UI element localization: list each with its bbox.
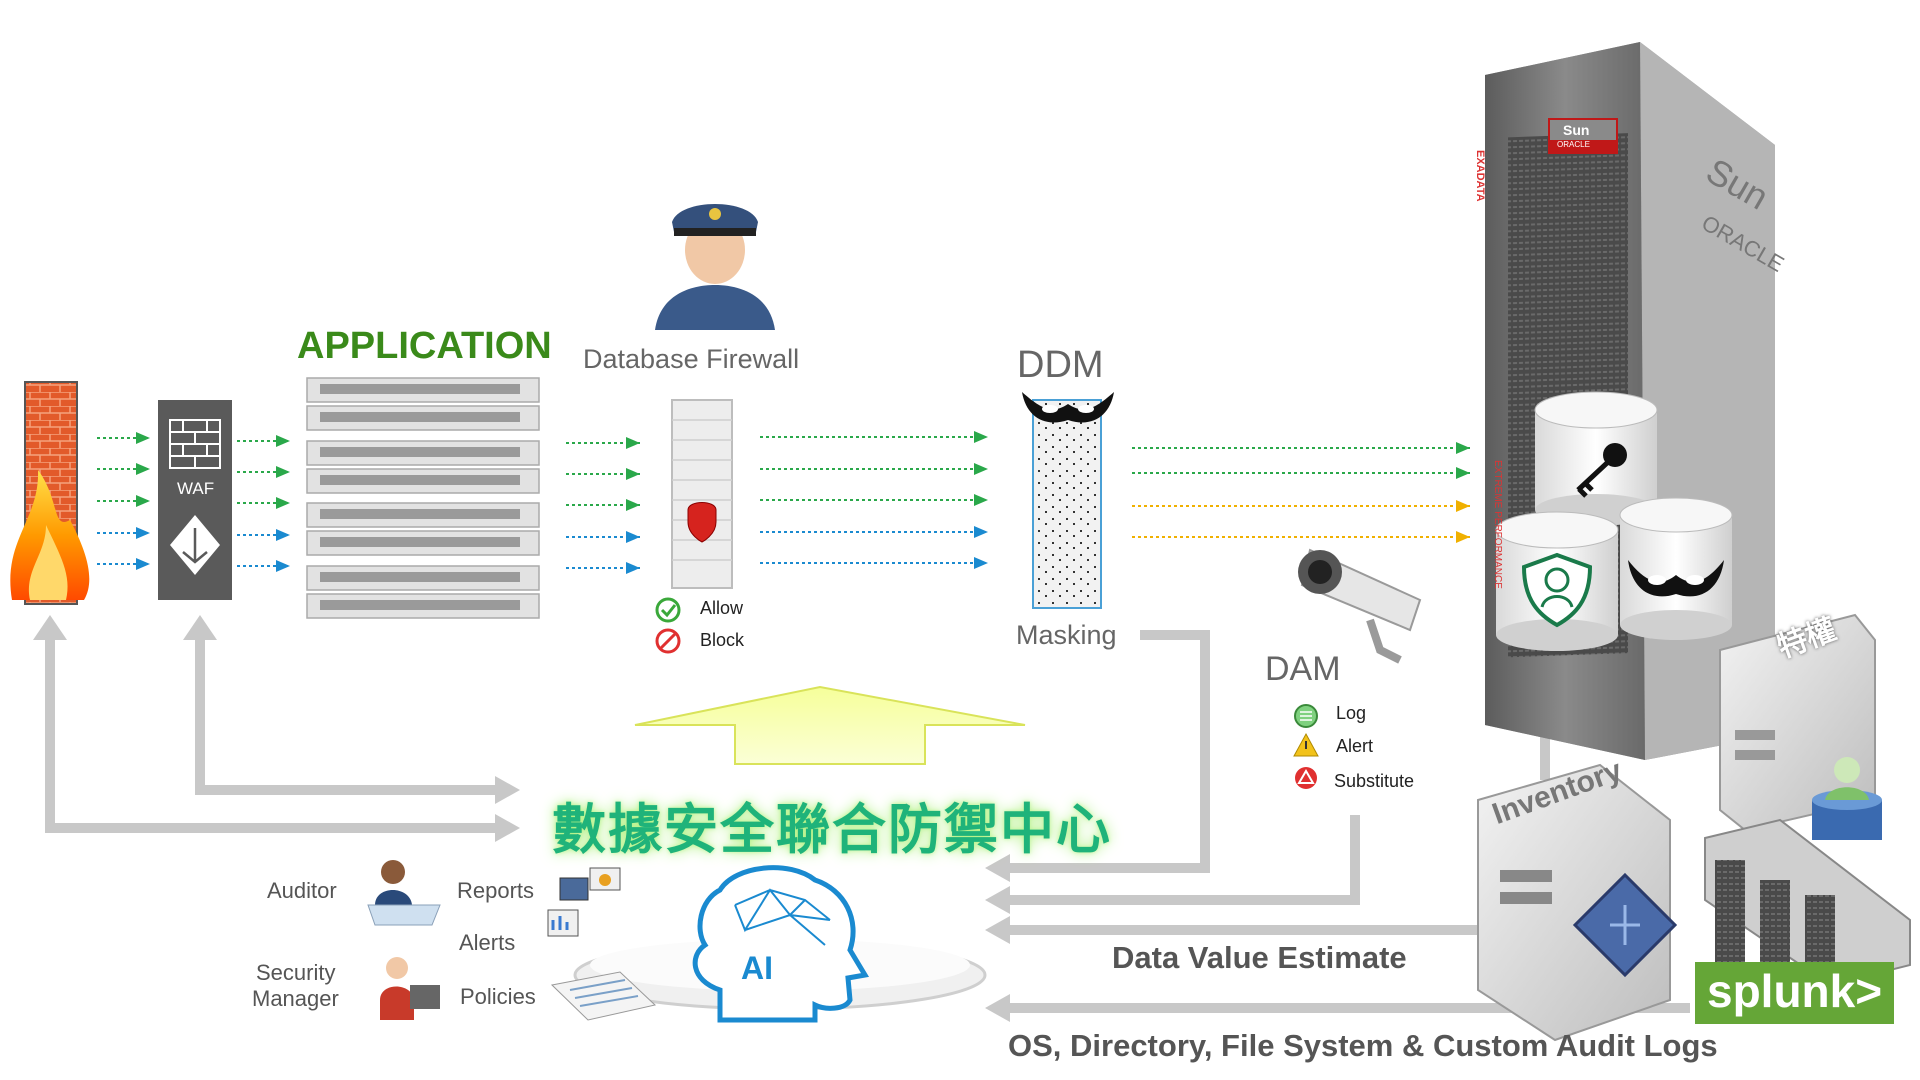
ai-platform-icon	[573, 865, 987, 1023]
center-title: 數據安全聯合防禦中心	[552, 800, 1112, 860]
database-firewall-icon	[671, 399, 733, 589]
masking-feedback-arrow	[1000, 630, 1210, 873]
exadata-label: EXADATA	[1474, 150, 1486, 202]
feedback-arrowheads	[33, 615, 1010, 1022]
alert-label: Alert	[1336, 736, 1374, 756]
log-icon	[1294, 704, 1318, 728]
alerts-label: Alerts	[459, 930, 516, 955]
flow-firewall-to-waf	[97, 432, 150, 570]
audit-logs-label: OS, Directory, File System & Custom Audi…	[1008, 1028, 1718, 1063]
dam-feedback-arrow	[1000, 815, 1360, 905]
masking-label: Masking	[1016, 620, 1117, 650]
rack-sun-badge: Sun	[1563, 122, 1590, 138]
block-icon	[655, 628, 681, 654]
traffic-flows	[97, 431, 1470, 574]
allow-label: Allow	[700, 598, 744, 618]
block-label: Block	[700, 630, 745, 650]
mask-database-icon	[1619, 497, 1733, 640]
policeman-icon	[655, 204, 775, 330]
firewall-icon	[10, 381, 90, 605]
ai-label: AI	[741, 950, 773, 986]
security-manager-label-line2: Manager	[252, 986, 339, 1011]
alert-icon	[1293, 732, 1319, 757]
splunk-logo: splunk>	[1695, 962, 1895, 1024]
substitute-label: Substitute	[1334, 771, 1415, 791]
auditor-icon	[367, 860, 441, 926]
flow-waf-to-app	[237, 435, 290, 572]
flow-dbfirewall-to-ddm	[760, 431, 988, 569]
auditor-label: Auditor	[267, 878, 337, 903]
policies-icon	[550, 971, 657, 1021]
rack-oracle-badge: ORACLE	[1557, 140, 1590, 149]
flow-app-to-dbfirewall	[566, 437, 640, 574]
reports-icon	[547, 867, 621, 937]
dam-camera-icon	[1298, 548, 1422, 664]
policies-label: Policies	[460, 984, 536, 1009]
application-servers	[306, 377, 540, 619]
reports-label: Reports	[457, 878, 535, 903]
shield-database-icon	[1495, 511, 1619, 651]
waf-label: WAF	[177, 479, 215, 498]
security-manager-icon	[380, 957, 440, 1020]
database-firewall-label: Database Firewall	[583, 344, 800, 374]
dam-label: DAM	[1265, 650, 1341, 688]
substitute-icon	[1295, 767, 1317, 789]
log-label: Log	[1336, 703, 1367, 723]
waf-icon	[158, 400, 232, 600]
waf-feedback-arrow	[195, 630, 500, 795]
extreme-performance-label: EXTREME PERFORMANCE	[1492, 460, 1503, 589]
inventory-server-icon	[1477, 763, 1678, 1042]
ddm-mask-icon	[1022, 392, 1114, 609]
ddm-label: DDM	[1017, 344, 1104, 386]
privileged-server-icon	[1719, 613, 1882, 840]
data-value-estimate-label: Data Value Estimate	[1112, 940, 1407, 975]
security-manager-label-line1: Security	[256, 960, 336, 985]
allow-icon	[655, 597, 681, 623]
server-stack-icon	[1704, 818, 1911, 987]
application-label: APPLICATION	[297, 325, 552, 367]
flow-ddm-to-database	[1132, 442, 1470, 543]
firewall-feedback-arrow	[45, 630, 500, 833]
yellow-up-arrow	[634, 685, 1026, 765]
